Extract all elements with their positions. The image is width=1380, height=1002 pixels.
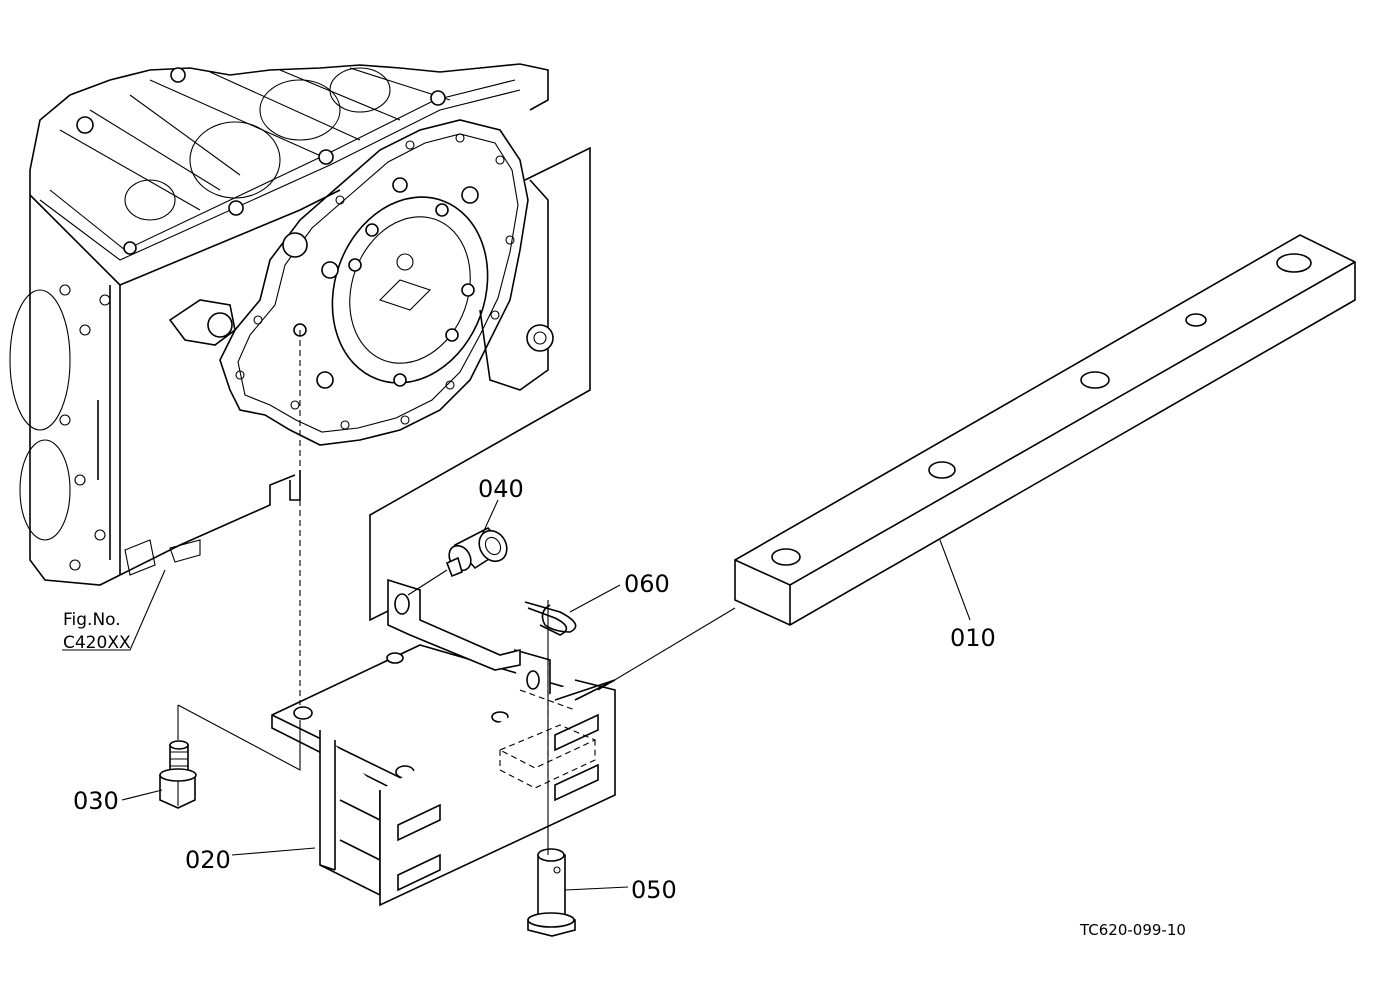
plug-040 [445,527,508,578]
callout-050: 050 [631,876,677,904]
callout-040: 040 [478,475,524,503]
engine-housing [9,63,554,586]
callout-010: 010 [950,624,996,652]
drawbar-bracket-020 [271,578,616,907]
figure-ref-line2: C420XX [63,633,131,653]
r-clip-060 [524,601,577,636]
callout-020: 020 [185,846,231,874]
assembly-lines [177,330,736,855]
bolt-030 [159,740,197,809]
figure-ref-line1: Fig.No. [63,610,121,630]
drawbar-010 [734,234,1356,626]
callout-060: 060 [624,570,670,598]
flywheel-housing-flange [219,119,591,622]
drawing-code: TC620-099-10 [1079,921,1186,939]
callout-030: 030 [73,787,119,815]
pin-050 [527,848,576,937]
callout-leaders [62,499,971,891]
